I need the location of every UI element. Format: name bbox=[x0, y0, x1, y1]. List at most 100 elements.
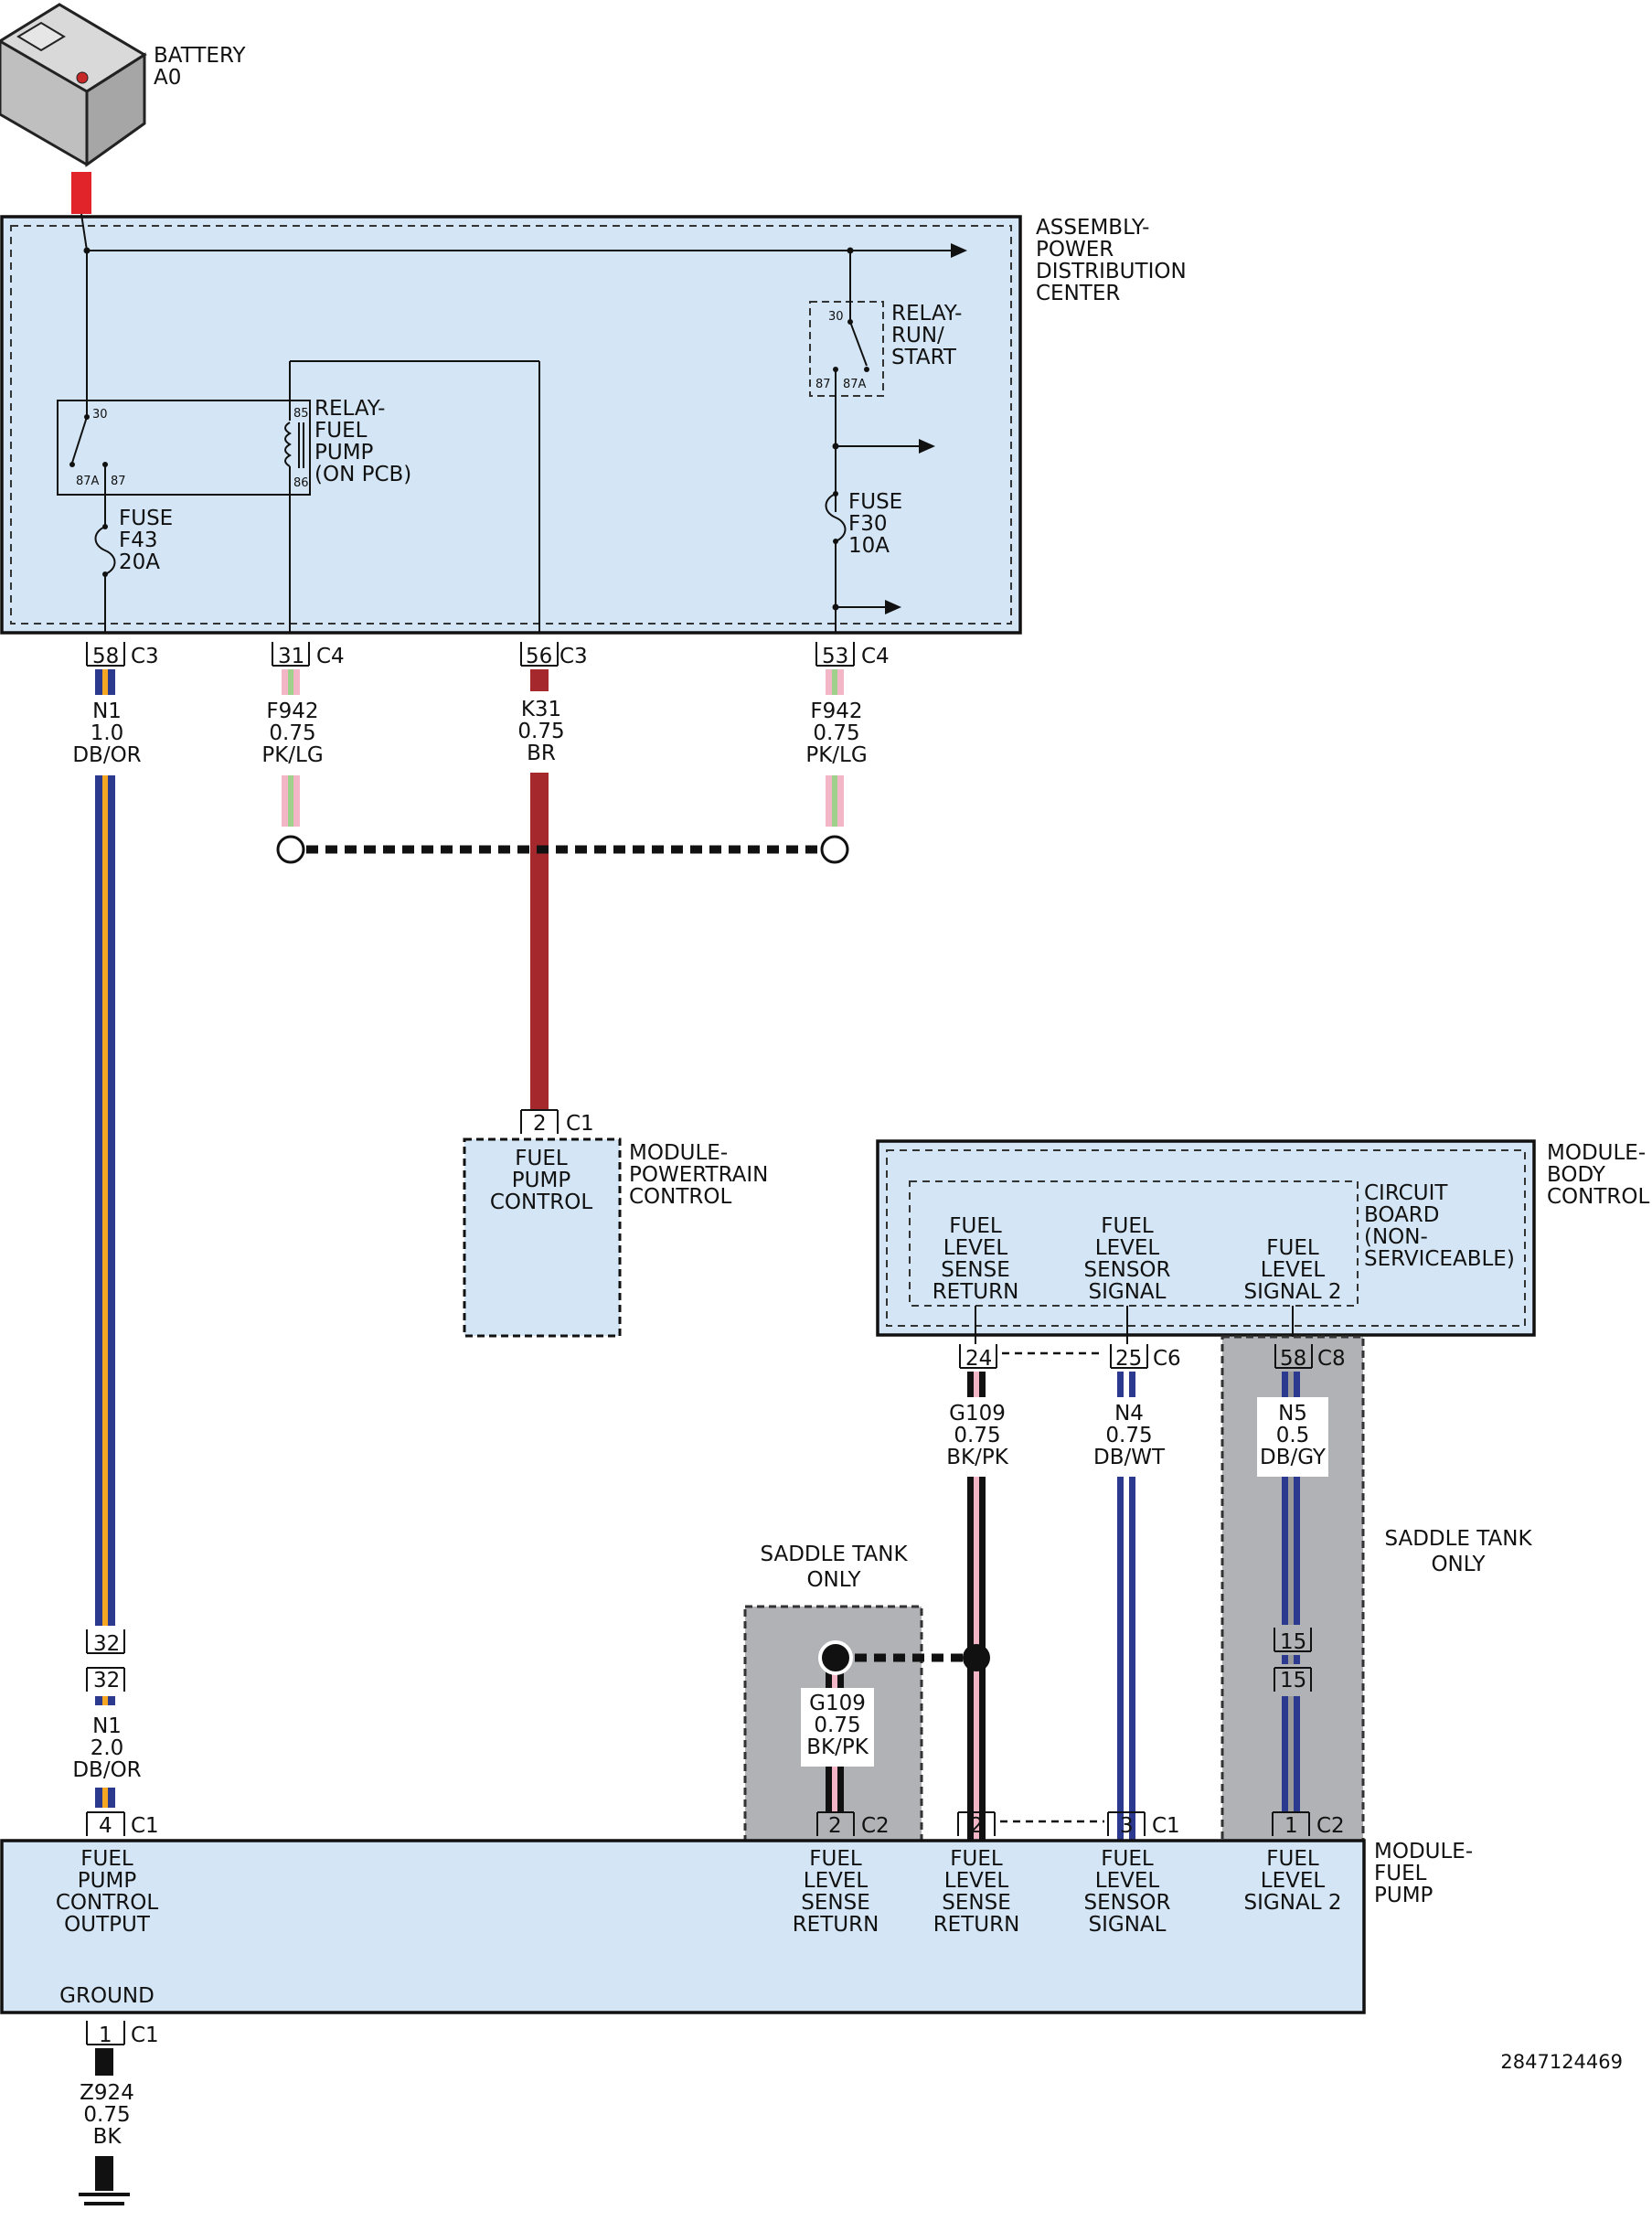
svg-text:SIGNAL: SIGNAL bbox=[1089, 1913, 1167, 1937]
wire-label-k31: K31 0.75 BR bbox=[517, 698, 564, 765]
svg-text:F43: F43 bbox=[119, 529, 158, 552]
svg-text:G109: G109 bbox=[949, 1402, 1006, 1425]
svg-text:0.75: 0.75 bbox=[517, 720, 564, 743]
svg-text:30: 30 bbox=[828, 310, 844, 324]
svg-text:FUEL: FUEL bbox=[1101, 1214, 1154, 1238]
wire-label-z924: Z924 0.75 BK bbox=[80, 2081, 134, 2149]
svg-text:RETURN: RETURN bbox=[793, 1913, 879, 1937]
svg-text:53: 53 bbox=[822, 645, 848, 668]
svg-text:MODULE-: MODULE- bbox=[629, 1141, 728, 1165]
wire-n5-db-gy bbox=[1282, 1372, 1300, 1811]
svg-text:DB/OR: DB/OR bbox=[72, 1758, 141, 1782]
svg-text:0.5: 0.5 bbox=[1276, 1424, 1310, 1447]
bcm-box bbox=[876, 1139, 1536, 1337]
connector-32-upper: 32 bbox=[86, 1629, 125, 1656]
svg-text:0.75: 0.75 bbox=[813, 721, 859, 745]
svg-text:PUMP: PUMP bbox=[1374, 1884, 1434, 1907]
svg-text:SADDLE TANK: SADDLE TANK bbox=[1384, 1527, 1532, 1551]
relay-fuel-pump: 30 85 87A 87 86 bbox=[57, 251, 540, 633]
connector-2-c1-pcm: 2 C1 bbox=[520, 1109, 594, 1136]
svg-text:0.75: 0.75 bbox=[954, 1424, 1000, 1447]
connector-31-c4: 31 C4 bbox=[272, 642, 345, 668]
fpm-fuel-level-sense-return-b: FUEL LEVEL SENSE RETURN bbox=[933, 1847, 1020, 1937]
svg-text:3: 3 bbox=[1120, 1814, 1134, 1838]
svg-text:C1: C1 bbox=[566, 1112, 594, 1136]
svg-text:32: 32 bbox=[93, 1632, 120, 1656]
svg-text:15: 15 bbox=[1280, 1630, 1306, 1654]
svg-text:CONTROL: CONTROL bbox=[1547, 1185, 1650, 1209]
connector-25-c6: 25 C6 bbox=[1110, 1344, 1181, 1371]
svg-text:RELAY-: RELAY- bbox=[891, 302, 962, 326]
svg-text:POWER: POWER bbox=[1036, 238, 1114, 262]
svg-text:0.75: 0.75 bbox=[269, 721, 315, 745]
bcm-circuit-board bbox=[909, 1180, 1359, 1307]
svg-text:LEVEL: LEVEL bbox=[1095, 1869, 1160, 1893]
svg-text:DB/OR: DB/OR bbox=[72, 743, 141, 767]
svg-text:PK/LG: PK/LG bbox=[261, 743, 323, 767]
svg-text:(ON PCB): (ON PCB) bbox=[314, 463, 411, 486]
svg-text:F942: F942 bbox=[266, 699, 318, 723]
svg-text:F942: F942 bbox=[810, 699, 862, 723]
bcm-fuel-level-sensor-signal: FUEL LEVEL SENSOR SIGNAL bbox=[1083, 1214, 1170, 1304]
svg-text:10A: 10A bbox=[848, 534, 890, 558]
svg-text:CONTROL: CONTROL bbox=[629, 1185, 732, 1209]
pcm-fuel-pump-control: FUEL PUMP CONTROL bbox=[490, 1147, 593, 1214]
wire-z924-bk bbox=[95, 2048, 113, 2191]
battery-code: A0 bbox=[154, 66, 181, 90]
wire-label-n1-a: N1 1.0 DB/OR bbox=[72, 699, 141, 767]
svg-text:CONTROL: CONTROL bbox=[490, 1191, 593, 1214]
svg-text:BK/PK: BK/PK bbox=[946, 1446, 1008, 1469]
svg-text:C4: C4 bbox=[316, 645, 345, 668]
svg-text:START: START bbox=[891, 346, 957, 369]
connector-3-c1: 3 C1 bbox=[1107, 1811, 1180, 1838]
connector-1-c2: 1 C2 bbox=[1272, 1811, 1345, 1838]
fpm-ground: GROUND bbox=[59, 1984, 155, 2008]
connector-56-c3: 56 C3 bbox=[520, 642, 588, 668]
relay-run-start-label: RELAY- RUN/ START bbox=[891, 302, 962, 369]
connector-32-lower: 32 bbox=[86, 1667, 125, 1692]
svg-text:2: 2 bbox=[970, 1814, 984, 1838]
svg-text:24: 24 bbox=[965, 1347, 992, 1371]
svg-text:FUEL: FUEL bbox=[809, 1847, 862, 1871]
svg-text:SIGNAL 2: SIGNAL 2 bbox=[1244, 1280, 1342, 1304]
svg-text:DB/WT: DB/WT bbox=[1093, 1446, 1166, 1469]
svg-text:FUEL: FUEL bbox=[1101, 1847, 1154, 1871]
wire-f942-pk-lg-right bbox=[826, 669, 844, 827]
svg-text:C1: C1 bbox=[131, 2023, 159, 2047]
splice-g109 bbox=[818, 1640, 990, 1675]
wire-n4-db-wt bbox=[1117, 1372, 1135, 1842]
svg-text:FUEL: FUEL bbox=[949, 1214, 1002, 1238]
fpm-fuel-level-signal-2: FUEL LEVEL SIGNAL 2 bbox=[1244, 1847, 1342, 1915]
svg-text:N1: N1 bbox=[92, 699, 122, 723]
svg-text:SIGNAL 2: SIGNAL 2 bbox=[1244, 1891, 1342, 1915]
svg-text:CONTROL: CONTROL bbox=[56, 1891, 159, 1915]
svg-text:87A: 87A bbox=[843, 378, 867, 391]
battery-icon bbox=[0, 3, 147, 214]
fpm-box bbox=[0, 1839, 1366, 2014]
svg-text:FUEL: FUEL bbox=[1374, 1862, 1427, 1885]
svg-text:N1: N1 bbox=[92, 1714, 122, 1738]
svg-text:LEVEL: LEVEL bbox=[804, 1869, 869, 1893]
pcm-label: MODULE- POWERTRAIN CONTROL bbox=[629, 1141, 768, 1209]
svg-text:FUSE: FUSE bbox=[119, 507, 173, 530]
svg-text:CENTER: CENTER bbox=[1036, 282, 1120, 305]
svg-text:OUTPUT: OUTPUT bbox=[64, 1913, 151, 1937]
fuse-f30-icon bbox=[825, 491, 847, 633]
svg-text:SENSE: SENSE bbox=[941, 1258, 1009, 1282]
connector-53-c4: 53 C4 bbox=[815, 642, 890, 668]
svg-text:RELAY-: RELAY- bbox=[314, 397, 385, 421]
wire-k31-br bbox=[530, 669, 549, 1109]
svg-text:DB/GY: DB/GY bbox=[1260, 1446, 1327, 1469]
wire-n1-db-or bbox=[95, 669, 115, 1808]
svg-text:SERVICEABLE): SERVICEABLE) bbox=[1364, 1247, 1515, 1271]
fuse-f43-label: FUSE F43 20A bbox=[119, 507, 173, 574]
battery-label: BATTERY bbox=[154, 44, 246, 68]
wire-label-n5: N5 0.5 DB/GY bbox=[1257, 1397, 1328, 1477]
connector-15-lower: 15 bbox=[1274, 1667, 1312, 1692]
svg-text:SENSE: SENSE bbox=[801, 1891, 869, 1915]
svg-text:LEVEL: LEVEL bbox=[943, 1236, 1008, 1260]
svg-text:ONLY: ONLY bbox=[806, 1568, 861, 1592]
svg-text:MODULE-: MODULE- bbox=[1374, 1840, 1473, 1863]
svg-text:RUN/: RUN/ bbox=[891, 324, 944, 347]
